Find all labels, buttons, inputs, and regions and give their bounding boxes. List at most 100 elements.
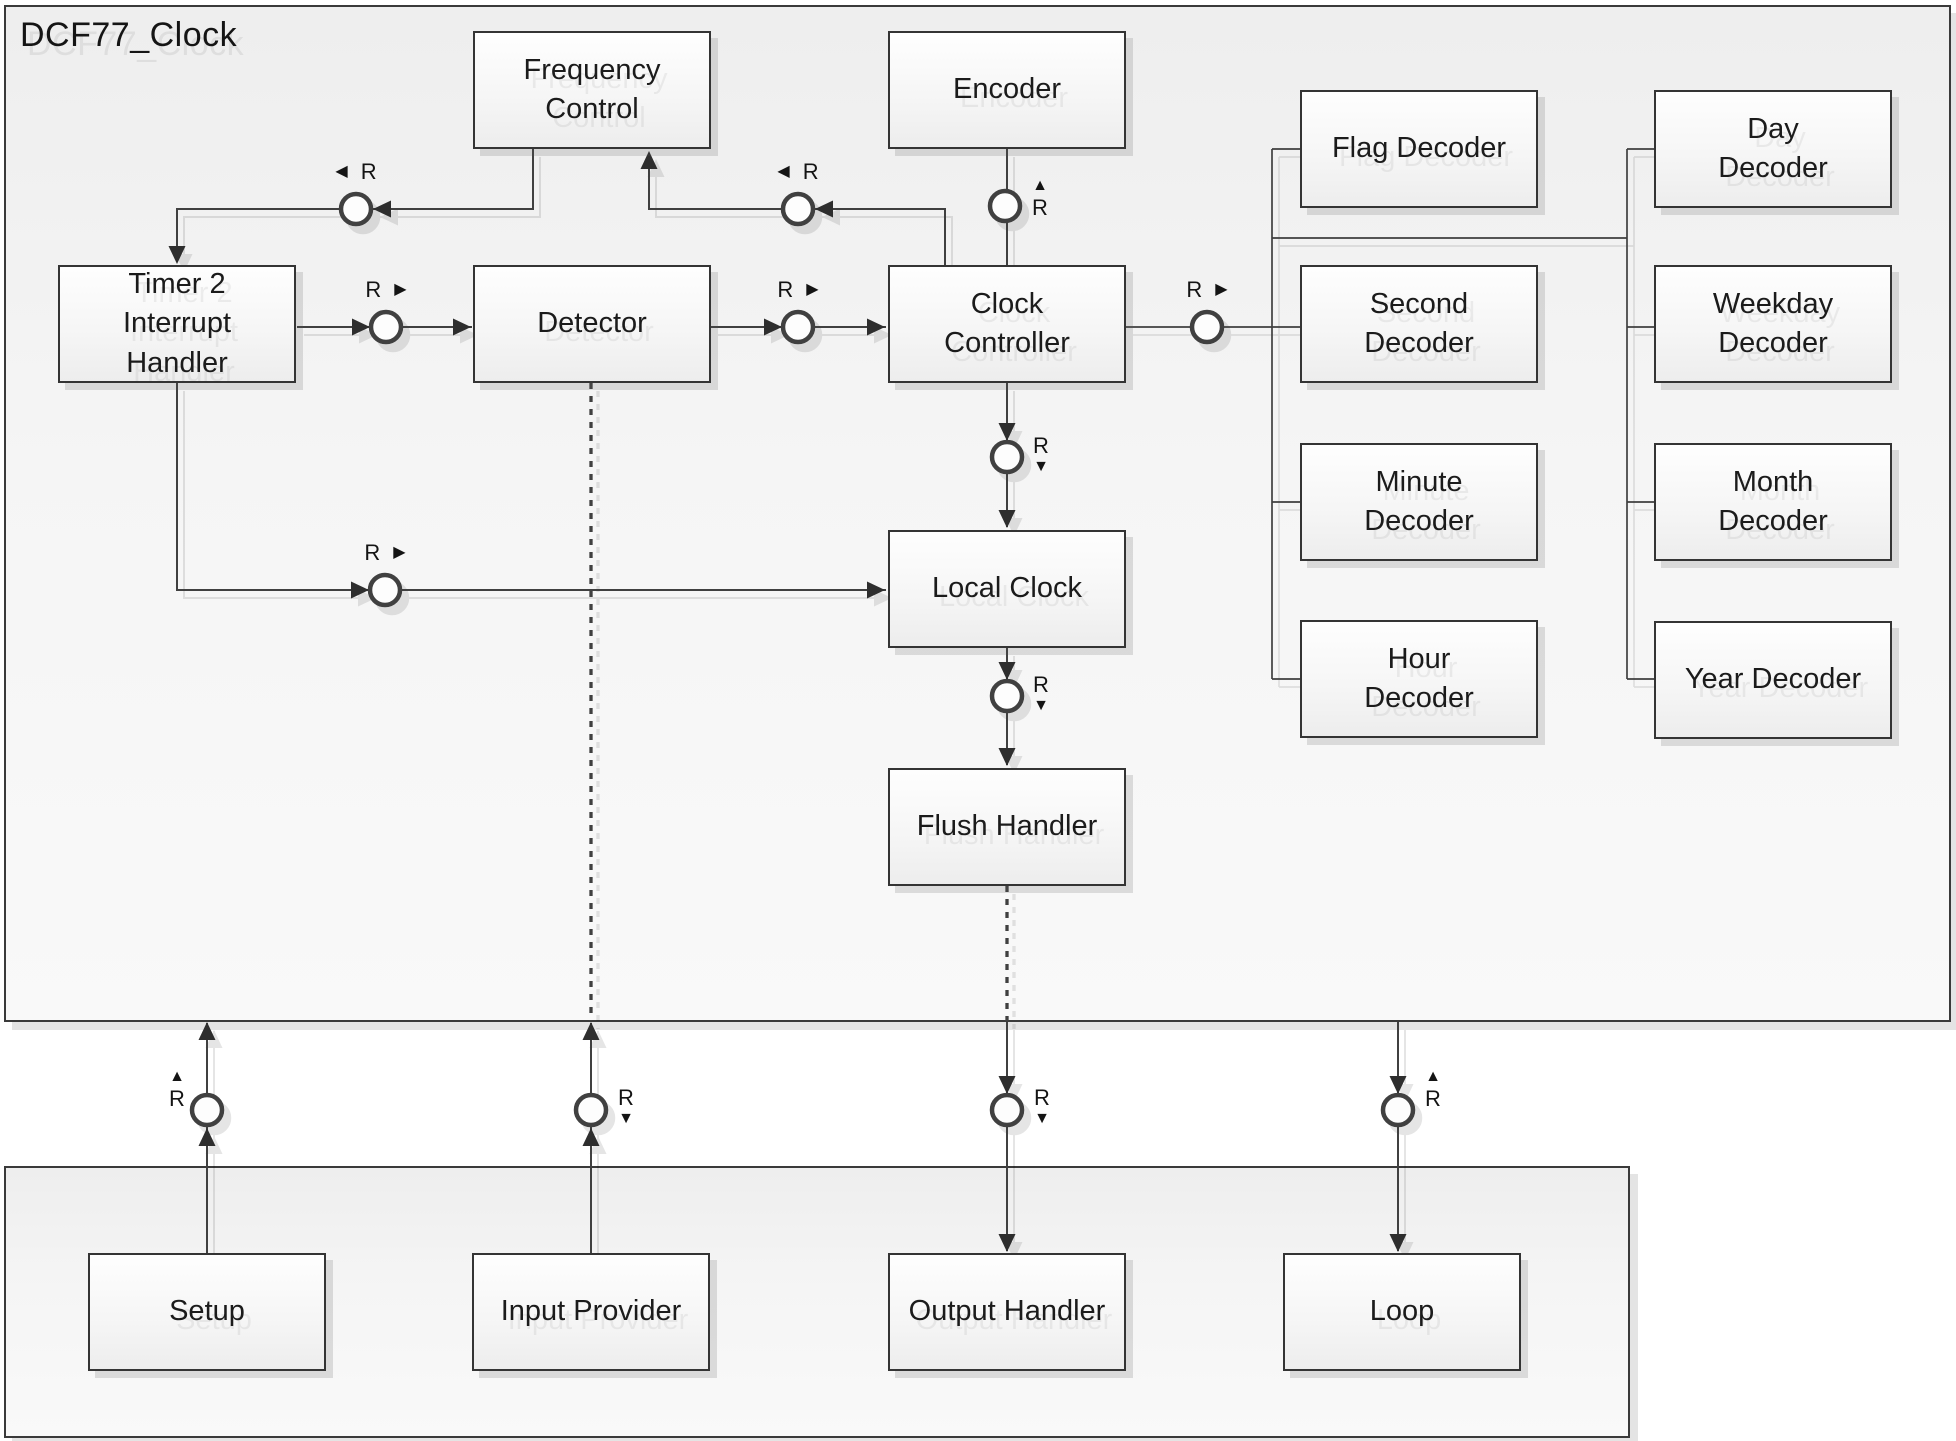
- arrowhead-up-icon: [198, 1022, 216, 1040]
- port-label-setup: ▲ R: [163, 1068, 191, 1110]
- node-month-decoder[interactable]: Month Decoder: [1654, 443, 1892, 561]
- port-circle-timer2-detector: [368, 309, 404, 345]
- arrowhead-down-icon: [1389, 1076, 1407, 1094]
- node-label: Output Handler: [908, 1295, 1106, 1328]
- port-circle-encoder-clockcontroller: [987, 188, 1023, 224]
- port-label-detector-clockcontroller: R ▶: [756, 278, 840, 301]
- node-flush-handler[interactable]: Flush Handler: [888, 768, 1126, 886]
- arrowhead-down-icon: [998, 1234, 1016, 1252]
- arrowhead-right-icon: [351, 581, 369, 599]
- node-label: Loop: [1369, 1295, 1435, 1328]
- node-clock-controller[interactable]: Clock Controller: [888, 265, 1126, 383]
- arrowhead-right-icon: [867, 581, 885, 599]
- port-circle-inputprovider: [573, 1092, 609, 1128]
- arrowhead-right-icon: [764, 318, 782, 336]
- node-day-decoder[interactable]: Day Decoder: [1654, 90, 1892, 208]
- port-label-text: R: [1032, 194, 1048, 220]
- arrowhead-down-icon: [998, 1076, 1016, 1094]
- node-label: Timer 2 Interrupt Handler: [123, 267, 231, 379]
- node-detector[interactable]: Detector: [473, 265, 711, 383]
- node-label: Flag Decoder: [1331, 132, 1507, 165]
- down-triangle-icon: ▼: [1033, 458, 1049, 476]
- port-label-text: R: [360, 159, 377, 184]
- down-triangle-icon: ▼: [618, 1110, 634, 1128]
- node-label: Frequency Control: [523, 53, 661, 125]
- arrowhead-up-icon: [198, 1128, 216, 1146]
- connector-inputprovider-boundary: [582, 1022, 600, 1253]
- port-circle-clockcontroller-decoders: [1189, 309, 1225, 345]
- port-label-text: R: [1033, 672, 1049, 697]
- node-label: Local Clock: [932, 572, 1082, 605]
- arrowhead-down-icon: [1389, 1234, 1407, 1252]
- node-input-provider[interactable]: Input Provider: [472, 1253, 710, 1371]
- port-circle-clockcontroller-freqcontrol: [780, 191, 816, 227]
- port-label-clockcontroller-decoders: R ▶: [1165, 278, 1249, 301]
- port-label-clockcontroller-localclock: R ▼: [1027, 434, 1055, 476]
- port-label-text: R: [364, 540, 381, 565]
- node-label: Flush Handler: [916, 810, 1098, 843]
- node-minute-decoder[interactable]: Minute Decoder: [1300, 443, 1538, 561]
- port-label-loop: ▲ R: [1419, 1068, 1447, 1110]
- connector-boundary-loop: [1389, 1022, 1407, 1252]
- arrowhead-up-icon: [640, 151, 658, 169]
- node-label: Month Decoder: [1718, 465, 1828, 537]
- port-circle-loop: [1380, 1092, 1416, 1128]
- node-local-clock[interactable]: Local Clock: [888, 530, 1126, 648]
- node-weekday-decoder[interactable]: Weekday Decoder: [1654, 265, 1892, 383]
- arrowhead-down-icon: [998, 748, 1016, 766]
- node-label: Hour Decoder: [1364, 642, 1474, 714]
- node-year-decoder[interactable]: Year Decoder: [1654, 621, 1892, 739]
- node-label: Detector: [537, 307, 647, 340]
- node-loop[interactable]: Loop: [1283, 1253, 1521, 1371]
- port-label-clockcontroller-freqcontrol: ◀ R: [756, 160, 840, 183]
- node-timer2-interrupt-handler[interactable]: Timer 2 Interrupt Handler: [58, 265, 296, 383]
- node-label: Clock Controller: [944, 287, 1070, 359]
- arrowhead-right-icon: [453, 318, 471, 336]
- arrowhead-left-icon: [815, 200, 833, 218]
- port-label-localclock-flushhandler: R ▼: [1027, 673, 1055, 715]
- connector-boundary-outputhandler: [998, 1022, 1016, 1252]
- node-label: Setup: [169, 1295, 245, 1328]
- up-triangle-icon: ▲: [1425, 1068, 1441, 1085]
- port-label-text: R: [1425, 1085, 1441, 1111]
- arrowhead-up-icon: [582, 1128, 600, 1146]
- node-frequency-control[interactable]: Frequency Control: [473, 31, 711, 149]
- port-label-timer2-detector: R ▶: [344, 278, 428, 301]
- right-triangle-icon: ▶: [393, 543, 406, 561]
- connector-clockcontroller-decoders: [1126, 148, 1654, 680]
- port-label-freqcontrol-timer2: ◀ R: [314, 160, 398, 183]
- left-triangle-icon: ◀: [335, 162, 348, 180]
- port-circle-outputhandler: [989, 1092, 1025, 1128]
- down-triangle-icon: ▼: [1034, 1110, 1050, 1128]
- arrowhead-down-icon: [998, 662, 1016, 680]
- arrowhead-down-icon: [168, 246, 186, 264]
- node-hour-decoder[interactable]: Hour Decoder: [1300, 620, 1538, 738]
- port-label-text: R: [618, 1085, 634, 1110]
- port-label-encoder-clockcontroller: ▲ R: [1026, 177, 1054, 219]
- connector-timer2-localclock: [176, 383, 886, 599]
- up-triangle-icon: ▲: [1032, 177, 1048, 194]
- port-label-text: R: [1186, 277, 1203, 302]
- arrowhead-left-icon: [373, 200, 391, 218]
- arrowhead-down-icon: [998, 423, 1016, 441]
- port-label-text: R: [1033, 433, 1049, 458]
- right-triangle-icon: ▶: [1215, 280, 1228, 298]
- port-label-inputprovider: R ▼: [612, 1086, 640, 1128]
- port-circle-setup: [189, 1092, 225, 1128]
- node-label: Minute Decoder: [1364, 465, 1474, 537]
- arrowhead-right-icon: [867, 318, 885, 336]
- port-circle-clockcontroller-localclock: [989, 439, 1025, 475]
- diagram-title: DCF77_Clock: [20, 16, 238, 54]
- up-triangle-icon: ▲: [169, 1068, 185, 1085]
- right-triangle-icon: ▶: [394, 280, 407, 298]
- node-second-decoder[interactable]: Second Decoder: [1300, 265, 1538, 383]
- node-encoder[interactable]: Encoder: [888, 31, 1126, 149]
- arrowhead-down-icon: [998, 510, 1016, 528]
- down-triangle-icon: ▼: [1033, 697, 1049, 715]
- node-setup[interactable]: Setup: [88, 1253, 326, 1371]
- node-flag-decoder[interactable]: Flag Decoder: [1300, 90, 1538, 208]
- port-circle-timer2-localclock: [367, 572, 403, 608]
- node-output-handler[interactable]: Output Handler: [888, 1253, 1126, 1371]
